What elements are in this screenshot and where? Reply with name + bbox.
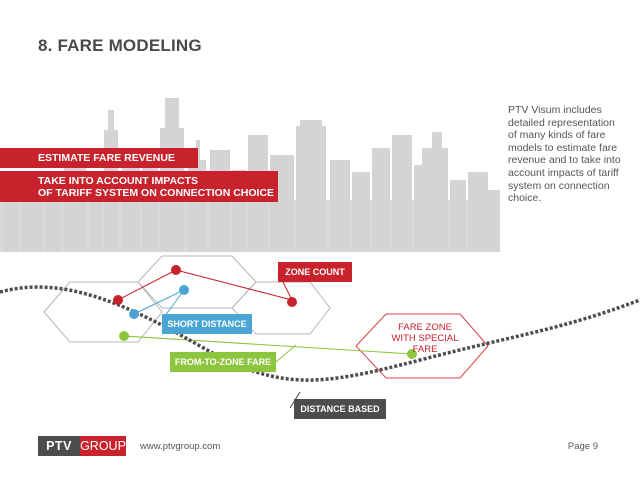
distance-based-label: DISTANCE BASED: [294, 399, 386, 419]
zone-hexagon: [231, 281, 331, 335]
tariff-impact-banner: TAKE INTO ACCOUNT IMPACTS OF TARIFF SYST…: [0, 171, 278, 202]
connector-lines: [117, 269, 413, 409]
slide-title: 8. FARE MODELING: [38, 36, 202, 55]
zone-count-label: ZONE COUNT: [278, 262, 352, 282]
tariff-impact-banner-text: TAKE INTO ACCOUNT IMPACTS OF TARIFF SYST…: [38, 175, 275, 199]
stop-point: [171, 265, 181, 275]
stop-point: [287, 297, 297, 307]
zone-hexagons: [43, 255, 489, 379]
ptv-logo: PTV: [38, 436, 80, 456]
zone-hexagon: [43, 281, 163, 343]
distance-based-route-line: [0, 285, 640, 382]
stop-point: [129, 309, 139, 319]
page-number: Page 9: [567, 441, 598, 452]
short-distance-label: SHORT DISTANCE: [162, 314, 252, 334]
estimate-fare-revenue-banner: ESTIMATE FARE REVENUE: [0, 148, 198, 168]
stop-points: [113, 265, 417, 359]
from-to-zone-fare-label: FROM-TO-ZONE FARE: [170, 352, 276, 372]
zone-hexagon: [137, 255, 257, 309]
stop-point: [113, 295, 123, 305]
stop-point: [179, 285, 189, 295]
special-fare-zone-label: FARE ZONE WITH SPECIAL FARE: [391, 322, 459, 355]
website-link[interactable]: www.ptvgroup.com: [140, 441, 221, 452]
stop-point: [407, 349, 417, 359]
description-text: PTV Visum includes detailed representati…: [508, 104, 621, 205]
special-fare-zone-hexagon: [355, 313, 489, 379]
stop-point: [119, 331, 129, 341]
group-logo: GROUP: [80, 436, 126, 456]
